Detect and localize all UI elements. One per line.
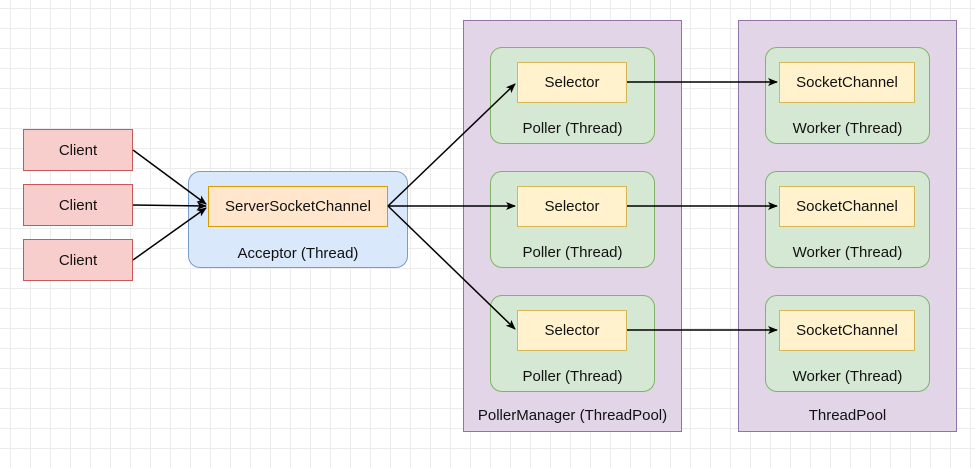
socket-channel-label: SocketChannel xyxy=(796,198,898,215)
worker-label: Worker (Thread) xyxy=(792,244,903,261)
selector-label: Selector xyxy=(544,74,600,91)
poller-manager-label: PollerManager (ThreadPool) xyxy=(477,407,668,424)
poller-label: Poller (Thread) xyxy=(522,368,623,385)
acceptor-label: Acceptor (Thread) xyxy=(237,245,359,262)
worker-label: Worker (Thread) xyxy=(792,120,903,137)
selector-label: Selector xyxy=(544,198,600,215)
socket-channel-label: SocketChannel xyxy=(796,74,898,91)
socket-channel-box-2: SocketChannel xyxy=(779,186,915,227)
server-socket-channel-label: ServerSocketChannel xyxy=(225,198,371,215)
selector-label: Selector xyxy=(544,322,600,339)
socket-channel-box-3: SocketChannel xyxy=(779,310,915,351)
selector-box-2: Selector xyxy=(517,186,627,227)
poller-label: Poller (Thread) xyxy=(522,120,623,137)
client-label: Client xyxy=(58,141,98,159)
selector-box-1: Selector xyxy=(517,62,627,103)
client-box-3: Client xyxy=(23,239,133,281)
client-box-2: Client xyxy=(23,184,133,226)
thread-pool-label: ThreadPool xyxy=(808,407,887,424)
poller-label: Poller (Thread) xyxy=(522,244,623,261)
socket-channel-box-1: SocketChannel xyxy=(779,62,915,103)
client-box-1: Client xyxy=(23,129,133,171)
client-label: Client xyxy=(58,251,98,269)
client-label: Client xyxy=(58,196,98,214)
selector-box-3: Selector xyxy=(517,310,627,351)
socket-channel-label: SocketChannel xyxy=(796,322,898,339)
server-socket-channel-box: ServerSocketChannel xyxy=(208,186,388,227)
worker-label: Worker (Thread) xyxy=(792,368,903,385)
